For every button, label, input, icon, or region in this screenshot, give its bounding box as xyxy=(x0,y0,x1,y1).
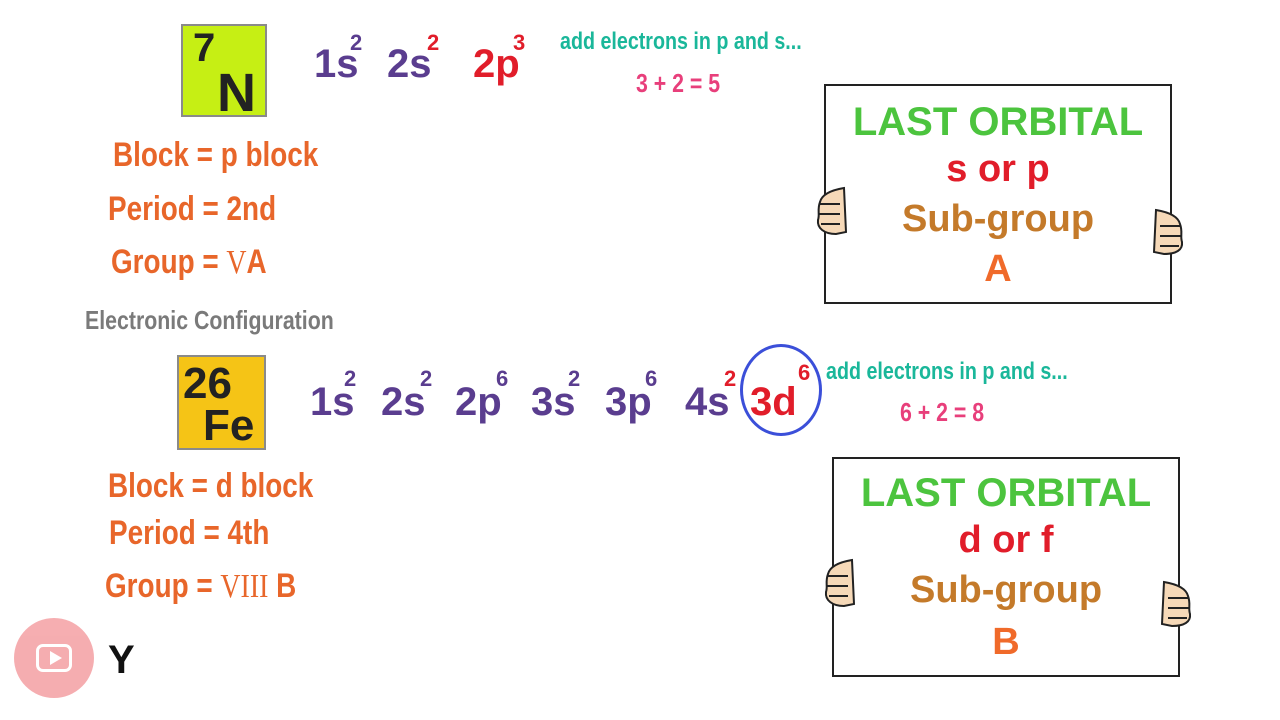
group-prefix: Group = xyxy=(111,243,219,281)
nitrogen-element-tile: 7 N xyxy=(181,24,267,123)
orbital-superscript: 2 xyxy=(568,366,581,391)
highlight-circle xyxy=(740,344,822,436)
nitrogen-sum: 3 + 2 = 5 xyxy=(636,68,721,98)
sign-title: LAST ORBITAL xyxy=(860,471,1152,515)
sign-title: LAST ORBITAL xyxy=(852,100,1144,144)
sign-orbitals: s or p xyxy=(946,148,1050,190)
channel-letter: Y xyxy=(108,638,135,682)
nitrogen-hint: add electrons in p and s... xyxy=(560,28,802,55)
element-symbol: Fe xyxy=(203,401,255,450)
group-roman: VIII xyxy=(220,568,269,605)
orbital-2p: 2p xyxy=(473,42,520,86)
section-label: Electronic Configuration xyxy=(85,305,334,335)
nitrogen-block: Block = p block xyxy=(113,136,319,174)
right-hand-icon xyxy=(1160,580,1192,628)
orbital-4s: 4s xyxy=(685,380,730,424)
sign-letter: B xyxy=(992,621,1020,663)
iron-sum: 6 + 2 = 8 xyxy=(900,397,985,427)
orbital-1s: 1s xyxy=(310,380,355,424)
orbital-superscript: 2 xyxy=(724,366,737,391)
orbital-superscript: 2 xyxy=(427,30,440,55)
left-hand-icon xyxy=(816,186,848,236)
orbital-superscript: 6 xyxy=(645,366,658,391)
orbital-3p: 3p xyxy=(605,380,652,424)
nitrogen-period: Period = 2nd xyxy=(108,190,277,228)
iron-hint: add electrons in p and s... xyxy=(826,358,1068,385)
iron-group: Group = VIII B xyxy=(105,567,296,606)
iron-block: Block = d block xyxy=(108,467,314,505)
sign-last-orbital-d-f: LAST ORBITAL d or f Sub-group B xyxy=(832,457,1180,677)
sign-last-orbital-s-p: LAST ORBITAL s or p Sub-group A xyxy=(824,84,1172,304)
group-prefix: Group = xyxy=(105,567,213,605)
sign-orbitals: d or f xyxy=(958,519,1054,561)
orbital-superscript: 6 xyxy=(496,366,509,391)
sign-subgroup: Sub-group xyxy=(901,198,1095,240)
group-letter: B xyxy=(276,567,297,605)
orbital-1s: 1s xyxy=(314,42,359,86)
orbital-superscript: 2 xyxy=(344,366,357,391)
orbital-2s: 2s xyxy=(387,42,432,86)
orbital-3s: 3s xyxy=(531,380,576,424)
right-hand-icon xyxy=(1152,208,1184,256)
left-hand-icon xyxy=(824,558,856,608)
orbital-2s: 2s xyxy=(381,380,426,424)
sign-letter: A xyxy=(984,248,1012,290)
iron-period: Period = 4th xyxy=(109,514,270,552)
sign-subgroup: Sub-group xyxy=(909,569,1103,611)
atomic-number: 26 xyxy=(183,359,232,408)
atomic-number: 7 xyxy=(193,26,216,70)
orbital-superscript: 3 xyxy=(513,30,526,55)
youtube-icon[interactable] xyxy=(14,618,94,698)
group-letter: A xyxy=(246,243,267,281)
orbital-superscript: 2 xyxy=(420,366,433,391)
element-symbol: N xyxy=(217,63,256,123)
group-roman: V xyxy=(226,244,247,281)
orbital-superscript: 2 xyxy=(350,30,363,55)
iron-element-tile: 26 Fe xyxy=(177,355,266,450)
orbital-2p: 2p xyxy=(455,380,502,424)
nitrogen-group: Group = VA xyxy=(111,243,267,282)
